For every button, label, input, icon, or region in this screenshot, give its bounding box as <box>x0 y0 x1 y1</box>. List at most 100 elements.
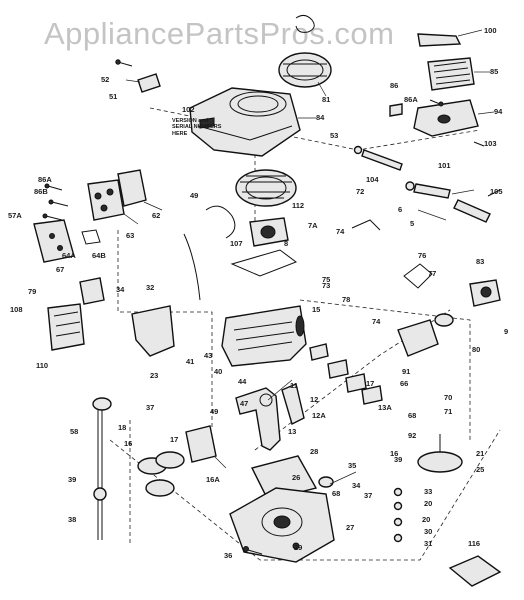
callout-86b: 86B <box>34 187 48 196</box>
governor-spring <box>351 219 381 231</box>
callout-17: 17 <box>170 435 179 444</box>
connecting-rod <box>281 383 305 426</box>
callout-107: 107 <box>230 239 243 248</box>
callout-64a: 64A <box>62 251 76 260</box>
callout-73: 73 <box>322 281 331 290</box>
callout-11: 11 <box>290 381 298 390</box>
wire-harness <box>205 205 236 239</box>
decal-plate <box>199 117 215 129</box>
governor-lever <box>230 249 298 277</box>
guide-line-bottom <box>109 429 501 561</box>
callout-53: 53 <box>330 131 339 140</box>
top-plate <box>417 33 462 47</box>
fuel-line-left <box>183 233 201 301</box>
blower-housing <box>189 87 301 157</box>
piston <box>185 425 217 463</box>
callout-79: 79 <box>28 287 37 296</box>
rotating-screen <box>278 52 332 88</box>
callout-101: 101 <box>438 161 451 170</box>
drain-plug <box>243 546 263 555</box>
callout-104-left: 104 <box>366 175 379 184</box>
callout-112: 112 <box>292 201 305 210</box>
crankcase-cover <box>229 487 335 563</box>
callout-39-low: 39 <box>394 455 403 464</box>
callout-13a: 13A <box>378 403 392 412</box>
choke-linkage <box>403 263 433 289</box>
gasket-crankcase <box>250 455 318 501</box>
callout-41: 41 <box>186 357 195 366</box>
callout-37-right: 37 <box>364 491 373 500</box>
air-filter-element <box>427 57 475 91</box>
callout-80: 80 <box>472 345 481 354</box>
cylinder-block <box>221 305 307 367</box>
callout-34-low: 34 <box>352 481 361 490</box>
spring-clip <box>295 14 315 33</box>
breather-cover <box>79 277 105 305</box>
callout-44: 44 <box>238 377 247 386</box>
callout-51: 51 <box>109 92 118 101</box>
callout-8: 8 <box>284 239 289 248</box>
callout-37: 37 <box>146 403 155 412</box>
callout-92: 92 <box>408 431 417 440</box>
callout-91: 91 <box>402 367 411 376</box>
intake-elbow <box>397 319 439 357</box>
callout-68-low: 68 <box>332 489 341 498</box>
callout-12: 12 <box>310 395 319 404</box>
gasket-set <box>448 555 502 587</box>
callout-57a: 57A <box>8 211 22 220</box>
callout-78: 78 <box>342 295 351 304</box>
callout-40: 40 <box>214 367 223 376</box>
callout-38: 38 <box>68 515 77 524</box>
callout-5: 5 <box>410 219 415 228</box>
callout-70: 70 <box>444 393 453 402</box>
callout-100: 100 <box>484 26 497 35</box>
oil-fill-tube <box>417 434 463 473</box>
callout-13: 13 <box>288 427 297 436</box>
callout-94: 94 <box>494 107 503 116</box>
callout-75: 75 <box>322 275 331 284</box>
callout-76: 76 <box>418 251 427 260</box>
callout-20: 20 <box>424 499 433 508</box>
callout-12a: 12A <box>312 411 326 420</box>
fuel-tank-line <box>405 181 451 199</box>
callout-49: 49 <box>190 191 199 200</box>
callout-31: 31 <box>424 539 433 548</box>
callout-105: 105 <box>490 187 503 196</box>
callout-47: 47 <box>240 399 249 408</box>
screw-top <box>115 59 133 67</box>
bolt-103 <box>487 189 501 197</box>
callout-28: 28 <box>310 447 319 456</box>
callout-74: 74 <box>336 227 345 236</box>
callout-72: 72 <box>356 187 365 196</box>
callout-63: 63 <box>126 231 135 240</box>
control-lever <box>81 229 101 245</box>
mounting-bracket <box>131 305 175 357</box>
watermark-text: AppliancePartsPros.com <box>44 16 395 51</box>
callout-6: 6 <box>398 205 403 214</box>
breather-plate <box>47 303 85 351</box>
callout-62: 62 <box>152 211 161 220</box>
callout-23: 23 <box>150 371 159 380</box>
guide-line-right <box>299 299 471 440</box>
callout-15: 15 <box>312 305 321 314</box>
version-serial-note: VERSION and SERIAL NUMBERS HERE <box>172 118 222 137</box>
callout-68: 68 <box>408 411 417 420</box>
callout-64b: 64B <box>92 251 106 260</box>
gasket-right <box>389 103 403 117</box>
callout-84: 84 <box>316 113 325 122</box>
callout-77: 77 <box>428 269 437 278</box>
callout-103-top: 103 <box>484 139 497 148</box>
callout-36: 36 <box>224 551 233 560</box>
dipstick <box>92 397 112 540</box>
head-bolts <box>42 183 69 221</box>
cylinder-head-left <box>87 179 125 221</box>
callout-21: 21 <box>476 449 485 458</box>
callout-32: 32 <box>146 283 155 292</box>
callout-81: 81 <box>322 95 331 104</box>
callout-27: 27 <box>346 523 355 532</box>
callout-25: 25 <box>476 465 485 474</box>
oil-seal <box>318 476 334 488</box>
callout-110: 110 <box>36 361 49 370</box>
